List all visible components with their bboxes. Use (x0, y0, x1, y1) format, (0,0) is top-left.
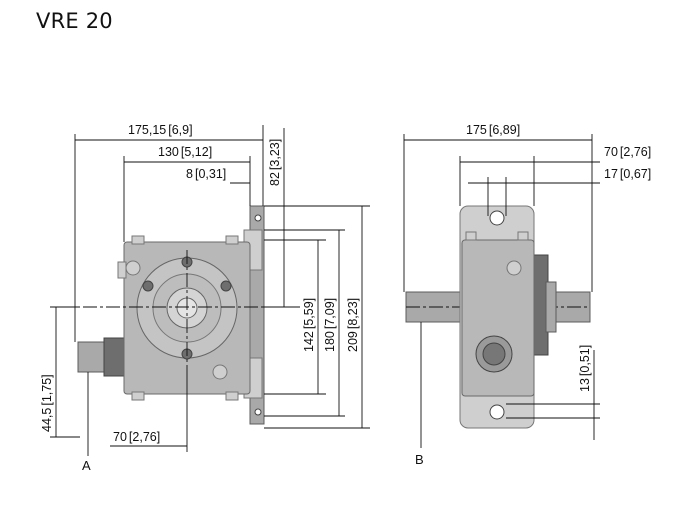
svg-text:175,15[6,9]: 175,15[6,9] (128, 123, 193, 137)
bolt-tab (225, 391, 239, 401)
svg-text:70[2,76]: 70[2,76] (604, 145, 651, 159)
flange-hole (254, 408, 262, 416)
svg-text:142[5,59]: 142[5,59] (302, 298, 316, 352)
front-dim-text: 175,15[6,9] 130[5,12] 8[0,31] 82[3,23] 1… (40, 123, 360, 473)
housing-plug (506, 260, 522, 276)
housing-plug (212, 364, 228, 380)
side-view-label: B (415, 452, 424, 467)
bolt-tab (225, 235, 239, 245)
svg-text:70[2,76]: 70[2,76] (113, 430, 160, 444)
housing-plug (125, 260, 141, 276)
svg-text:175[6,89]: 175[6,89] (466, 123, 520, 137)
svg-text:209[8,23]: 209[8,23] (346, 298, 360, 352)
front-view-label: A (82, 458, 91, 473)
side-housing (461, 239, 535, 397)
bolt-tab (131, 235, 145, 245)
svg-text:180[7,09]: 180[7,09] (323, 298, 337, 352)
side-dim-text: 175[6,89] 70[2,76] 17[0,67] 13[0,51] B (415, 123, 651, 467)
svg-text:82[3,23]: 82[3,23] (268, 139, 282, 186)
bolt-tab (517, 231, 529, 241)
front-dimensions (50, 125, 370, 456)
svg-text:17[0,67]: 17[0,67] (604, 167, 651, 181)
page-title: VRE 20 (36, 9, 113, 33)
svg-text:44,5[1,75]: 44,5[1,75] (40, 374, 54, 432)
cover-bolt (220, 280, 232, 292)
front-view (60, 205, 290, 425)
bolt-tab (465, 231, 477, 241)
svg-text:13[0,51]: 13[0,51] (578, 345, 592, 392)
bolt-tab (131, 391, 145, 401)
flange-slot-hole (489, 210, 505, 226)
svg-text:8[0,31]: 8[0,31] (186, 167, 226, 181)
cover-bolt (142, 280, 154, 292)
side-dimensions (403, 134, 600, 448)
port-inner (482, 342, 506, 366)
svg-text:130[5,12]: 130[5,12] (158, 145, 212, 159)
flange-slot-hole (489, 404, 505, 420)
shaft-collar (103, 337, 125, 377)
side-shaft-boss (545, 281, 557, 333)
flange-hole (254, 214, 262, 222)
side-view (405, 205, 591, 429)
lug (117, 261, 127, 279)
